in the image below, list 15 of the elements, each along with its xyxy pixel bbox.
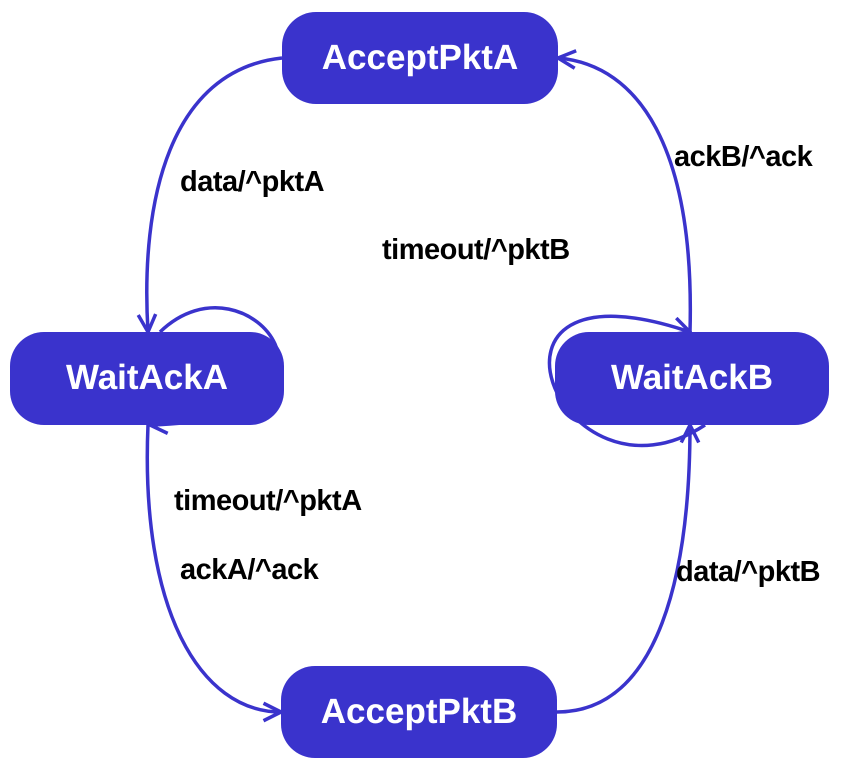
edge-label: data/^pktA xyxy=(180,168,324,197)
edge-label: timeout/^pktB xyxy=(382,236,570,265)
state-box: AcceptPktB xyxy=(281,666,557,758)
state-box: AcceptPktA xyxy=(282,12,558,104)
edge-label: ackA/^ack xyxy=(180,556,318,585)
state-box: WaitAckB xyxy=(555,332,829,425)
edge-label: data/^pktB xyxy=(676,558,820,587)
arrow xyxy=(548,315,706,447)
arrow xyxy=(136,56,282,334)
state-box: WaitAckA xyxy=(10,332,284,425)
arrow xyxy=(146,424,283,721)
arrow xyxy=(556,50,692,332)
edge-label: ackB/^ack xyxy=(674,143,812,172)
edge-label: timeout/^pktA xyxy=(174,487,362,516)
arrow xyxy=(556,423,700,714)
